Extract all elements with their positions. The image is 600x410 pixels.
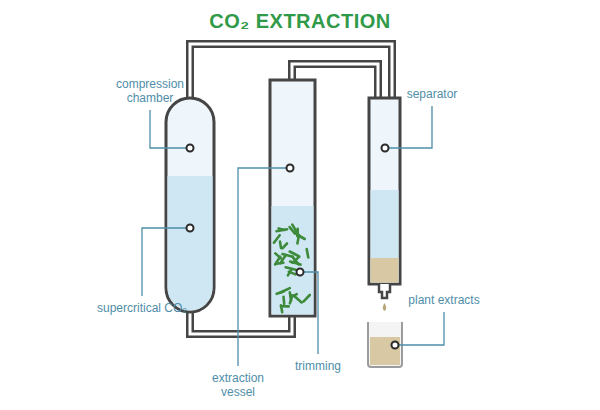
- callout-label: separator: [392, 87, 472, 101]
- callout-label: extraction vessel: [200, 371, 276, 399]
- callout-label: supercritical CO₂: [92, 301, 192, 315]
- separator: [369, 98, 400, 284]
- callout-label: trimming: [280, 359, 356, 373]
- diagram-title: CO₂ EXTRACTION: [0, 10, 600, 33]
- callout-label: plant extracts: [404, 293, 484, 307]
- callout-label: compression chamber: [100, 77, 200, 105]
- compression-chamber: [166, 98, 214, 312]
- extraction-vessel: [270, 80, 315, 316]
